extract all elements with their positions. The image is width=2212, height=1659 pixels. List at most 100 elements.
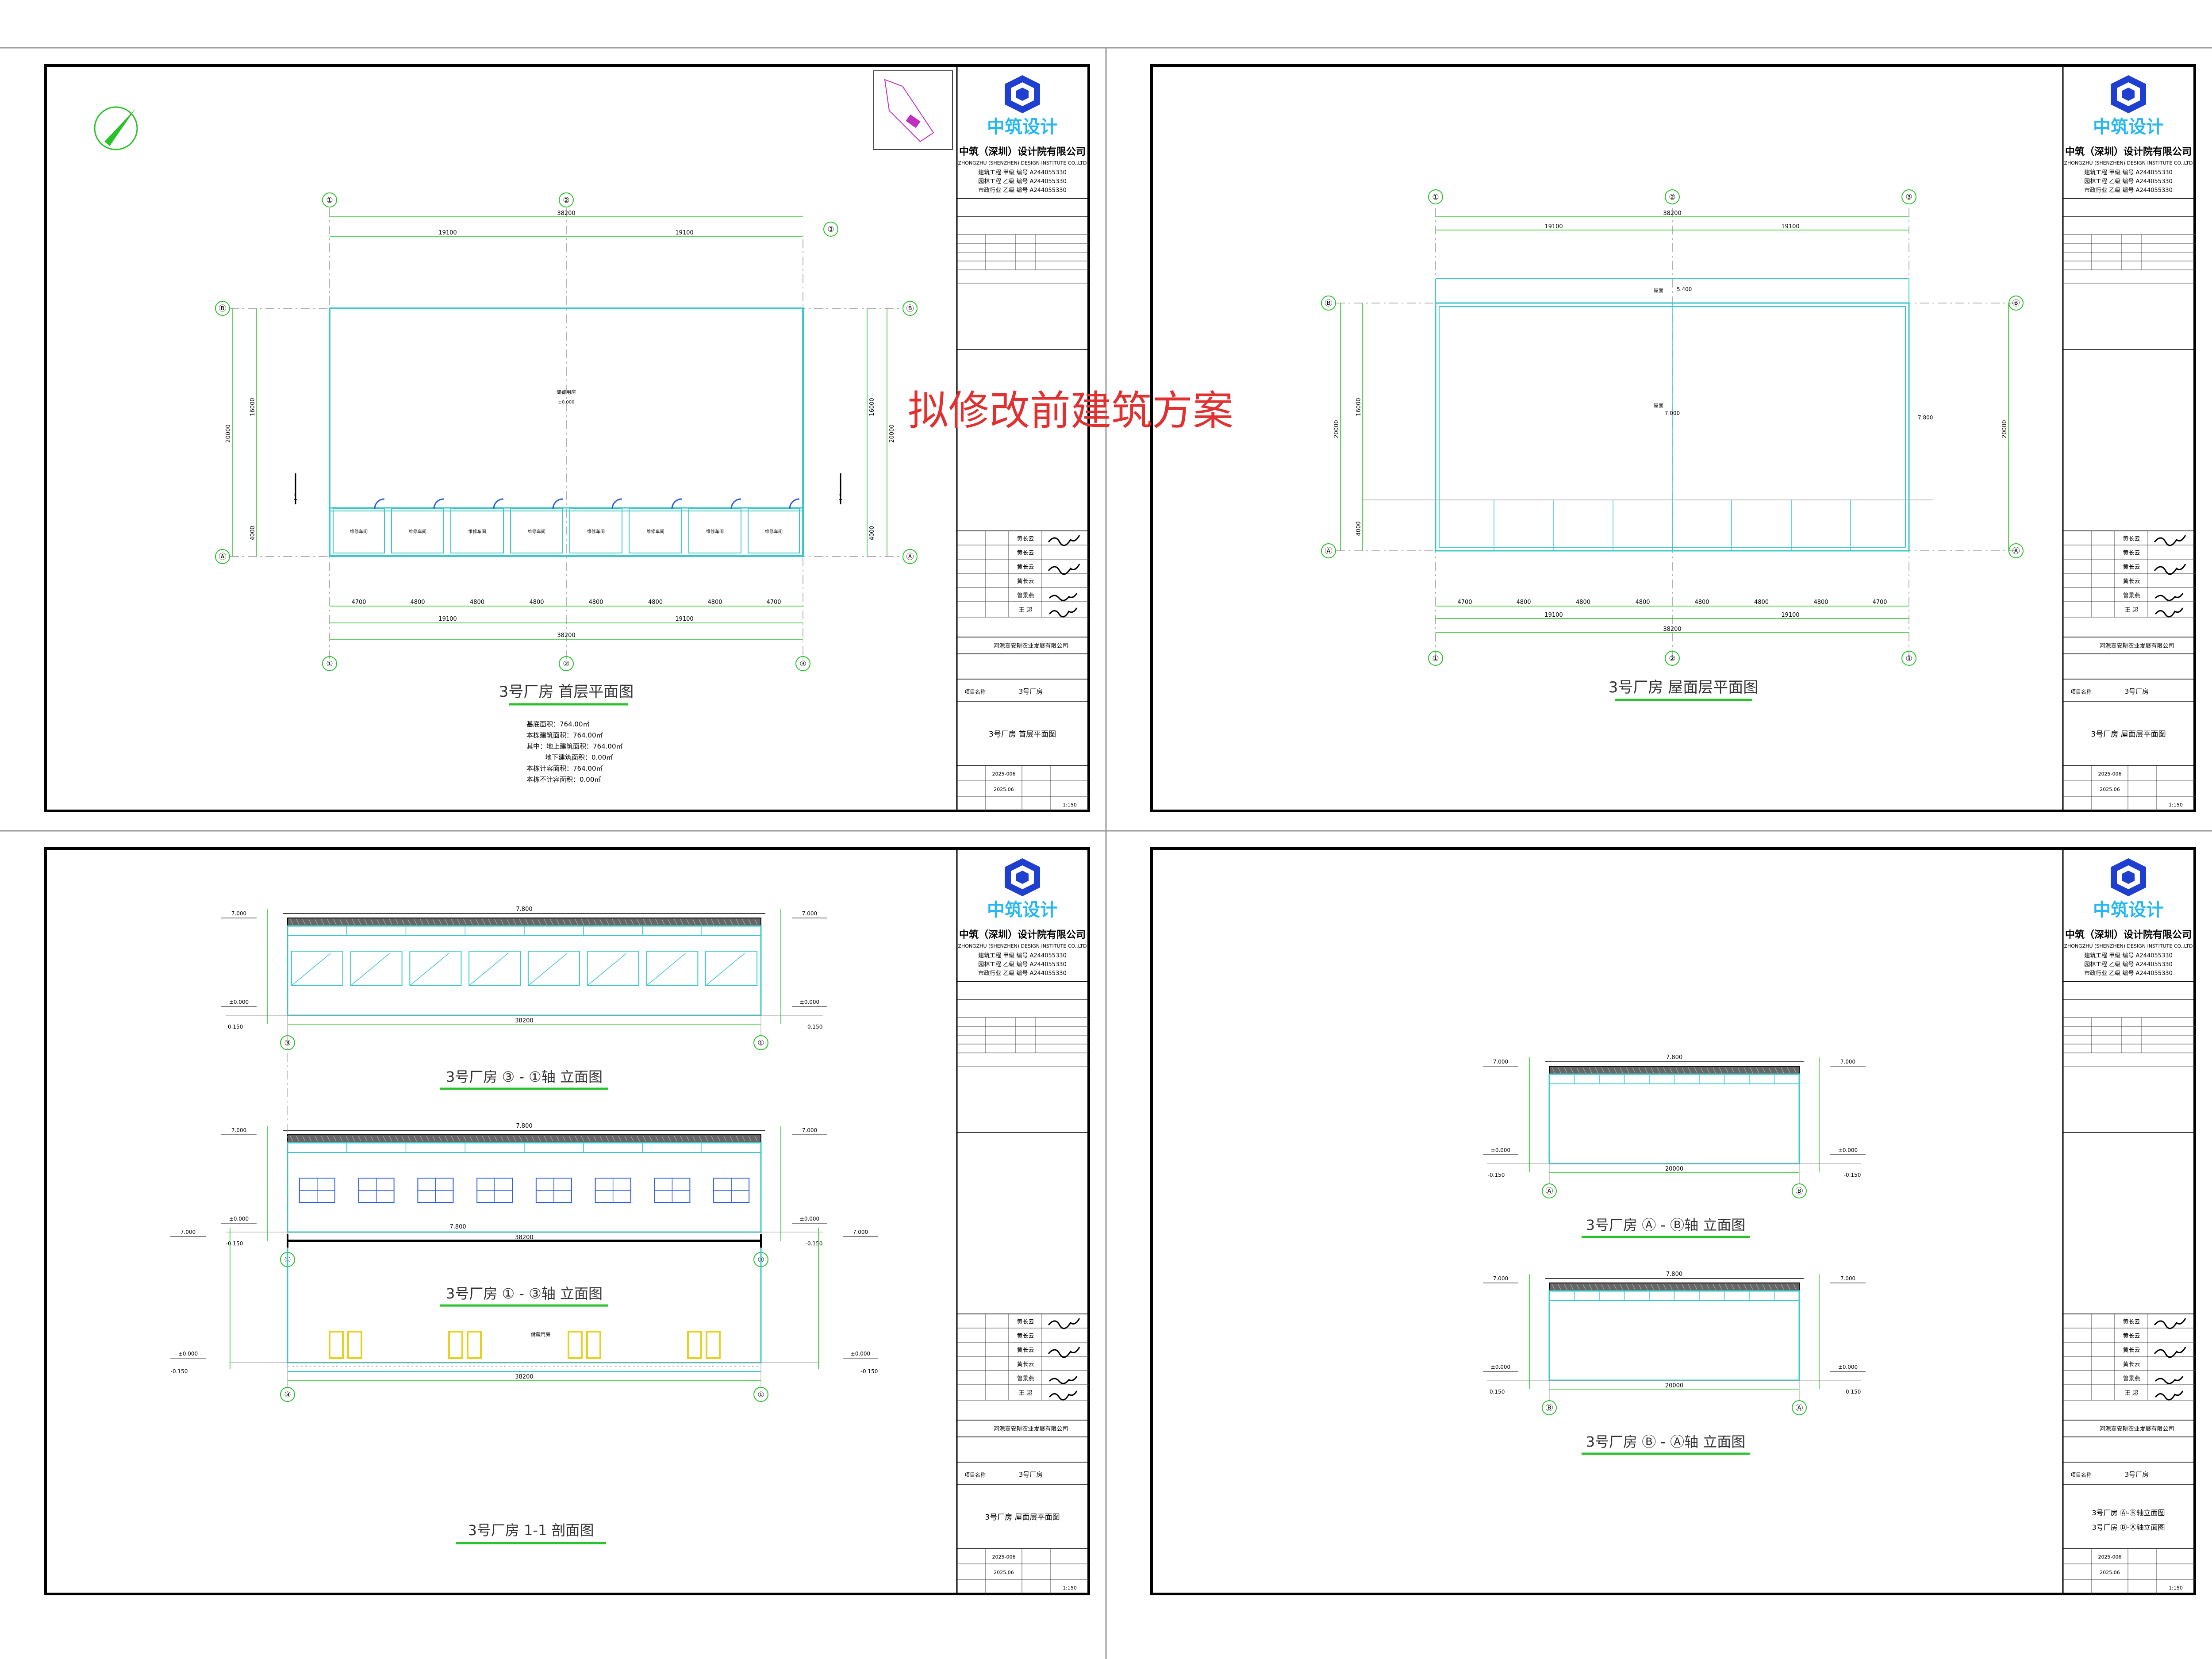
roof-dim-half-bottom-2: 19100 xyxy=(1781,612,1799,618)
ground-floor-plan: 维修车间维修车间维修车间维修车间维修车间维修车间维修车间维修车间 储藏用房 ±0… xyxy=(94,70,953,783)
roof-drawing-title: 3号厂房 屋面层平面图 xyxy=(1609,679,1758,696)
section-axis-left: ③ xyxy=(284,1390,291,1399)
door-swing-icon xyxy=(493,498,504,509)
roof-dim-vert-right: 20000 xyxy=(2001,420,2008,438)
door-swing-icon xyxy=(671,498,682,509)
door-swing-icon xyxy=(611,498,622,509)
signer-2: 黄长云 xyxy=(2123,550,2140,557)
roof-axis-3-bottom: ③ xyxy=(1905,654,1912,663)
project-name: 3号厂房 xyxy=(2125,687,2149,695)
roof-dim-half-bottom-1: 19100 xyxy=(1544,612,1563,618)
brand-name: 中筑设计 xyxy=(987,900,1058,920)
signer-2: 黄长云 xyxy=(1017,1333,1034,1340)
drawing-scale: 1:150 xyxy=(1063,1585,1077,1591)
area-note-4: 地下建筑面积：0.00㎡ xyxy=(545,753,613,761)
ridge-level: 7.800 xyxy=(516,906,532,913)
roof-axis-2-bottom: ② xyxy=(1669,654,1675,663)
qualification-2: 园林工程 乙级 编号 A244055330 xyxy=(2084,178,2173,185)
title-block-4: 中筑设计 中筑（深圳）设计院有限公司 ZHONGZHU (SHENZHEN) D… xyxy=(2063,858,2195,1594)
section-level-ground: ±0.000 xyxy=(851,1351,870,1357)
roof-dim-bay: 4800 xyxy=(1813,599,1828,606)
level-ground: ±0.000 xyxy=(800,999,819,1005)
area-note-2: 本栋建筑面积：764.00㎡ xyxy=(526,731,603,739)
project-name: 3号厂房 xyxy=(1019,1471,1043,1479)
company-logo-icon xyxy=(1005,858,1040,896)
door-opening xyxy=(467,1331,482,1359)
company-name: 中筑（深圳）设计院有限公司 xyxy=(959,929,1086,941)
elevation-title: 3号厂房 ③ - ①轴 立面图 xyxy=(446,1068,603,1085)
panel-frame-elevations xyxy=(44,847,1090,1595)
section-mark-right: 1 xyxy=(838,493,843,502)
signature-icon xyxy=(2154,535,2186,618)
repair-room xyxy=(450,508,504,553)
roof-axis-1-bottom: ① xyxy=(1432,654,1439,663)
section-axis-right: ① xyxy=(757,1390,764,1399)
roof-plan: 屋面 5.400 屋面 7.000 7.800 38200 19100 1910… xyxy=(1321,189,2024,701)
signer-6: 王 超 xyxy=(2125,1390,2138,1397)
dim-bay: 4800 xyxy=(410,599,425,606)
door-opening xyxy=(586,1331,601,1359)
room-level-center: ±0.000 xyxy=(558,400,574,405)
level-ground: ±0.000 xyxy=(229,1216,249,1222)
roof-dim-bay: 4800 xyxy=(1576,599,1590,606)
qualification-3: 市政行业 乙级 编号 A244055330 xyxy=(978,187,1067,194)
roof-axis-b-left: Ⓑ xyxy=(1325,299,1333,308)
project-label: 项目名称 xyxy=(964,688,986,695)
roof-dim-vert-1: 16000 xyxy=(1356,398,1362,416)
drawing-number: 2025-006 xyxy=(992,771,1016,777)
dim-half-bottom-1: 19100 xyxy=(438,616,457,622)
area-note-1: 基底面积：764.00㎡ xyxy=(526,720,590,728)
width-dim: 20000 xyxy=(1665,1166,1683,1172)
level-outdoor: -0.150 xyxy=(226,1024,243,1030)
level-outdoor: -0.150 xyxy=(1844,1389,1861,1395)
dim-bay: 4800 xyxy=(470,599,484,606)
signer-3: 黄长云 xyxy=(2123,1347,2140,1354)
brand-name: 中筑设计 xyxy=(2093,900,2164,920)
door-opening xyxy=(329,1331,344,1359)
qualification-1: 建筑工程 甲级 编号 A244055330 xyxy=(978,169,1067,176)
ridge-level: 7.800 xyxy=(516,1123,532,1129)
drawing-number: 2025-006 xyxy=(2098,1554,2122,1560)
elev-axis-left: Ⓐ xyxy=(1546,1187,1553,1196)
signer-3: 黄长云 xyxy=(1017,564,1034,571)
dim-half-top-2: 19100 xyxy=(675,230,693,236)
repair-room xyxy=(391,508,444,553)
side-elevations: 200007.8007.000±0.000-0.1507.000±0.000-0… xyxy=(1483,1054,1866,1455)
dim-bay: 4700 xyxy=(351,599,366,606)
company-logo-icon xyxy=(2111,858,2146,896)
drawing-number: 2025-006 xyxy=(2098,771,2122,777)
signer-1: 黄长云 xyxy=(2123,536,2140,542)
qualification-2: 园林工程 乙级 编号 A244055330 xyxy=(978,961,1067,968)
signer-6: 王 超 xyxy=(1019,1390,1032,1397)
level-ground: ±0.000 xyxy=(800,1216,819,1222)
section-ridge-level: 7.800 xyxy=(449,1224,466,1230)
roof-dim-bay: 4700 xyxy=(1872,599,1887,606)
signer-4: 黄长云 xyxy=(2123,1361,2140,1368)
section-title: 3号厂房 1-1 剖面图 xyxy=(468,1522,594,1539)
dim-bay: 4800 xyxy=(529,599,544,606)
level-top: 5.400 xyxy=(1677,286,1692,292)
level-center: 7.000 xyxy=(1665,410,1680,416)
axis-1-bottom: ① xyxy=(326,660,333,668)
axis-b-right: Ⓑ xyxy=(906,304,914,313)
room-label: 维修车间 xyxy=(647,529,664,534)
door-opening xyxy=(347,1331,362,1359)
brand-name: 中筑设计 xyxy=(2093,117,2164,137)
roof-dim-total-bottom: 38200 xyxy=(1663,626,1681,633)
axis-2-top: ② xyxy=(563,196,569,205)
axis-3-bottom: ③ xyxy=(799,660,806,668)
roof-axis-3-top: ③ xyxy=(1905,193,1912,202)
door-opening xyxy=(568,1331,583,1359)
company-name: 中筑（深圳）设计院有限公司 xyxy=(2065,146,2192,157)
opening xyxy=(527,951,580,986)
roof-dim-bay: 4800 xyxy=(1754,599,1769,606)
door-swing-icon xyxy=(374,498,385,509)
project-name: 3号厂房 xyxy=(1019,687,1043,695)
title-block-2: 中筑设计 中筑（深圳）设计院有限公司 ZHONGZHU (SHENZHEN) D… xyxy=(2063,75,2195,811)
signature-icon xyxy=(2154,1318,2186,1401)
drawing-name-3: 3号厂房 屋面层平面图 xyxy=(985,1513,1060,1522)
elevations-and-section: 382007.8007.000±0.000-0.1507.000±0.000-0… xyxy=(170,906,878,1544)
panel-frame-side-elevations xyxy=(1150,847,2196,1595)
signer-3: 黄长云 xyxy=(1017,1347,1034,1354)
dim-vert-right-3: 4000 xyxy=(869,526,876,540)
